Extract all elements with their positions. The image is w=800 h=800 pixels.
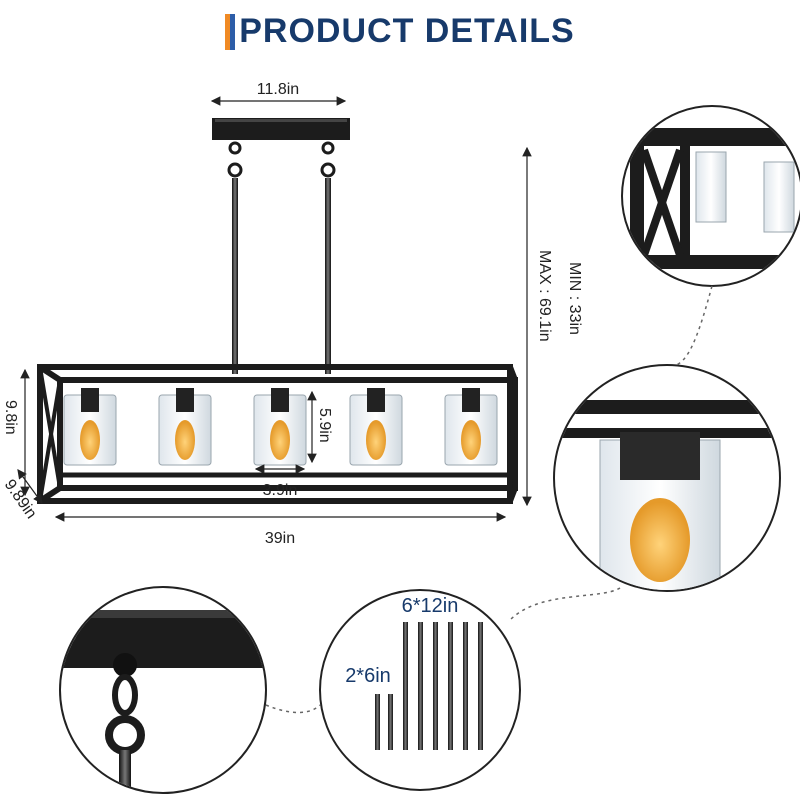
short-rods-label: 2*6in bbox=[345, 665, 391, 687]
ceiling-canopy bbox=[212, 118, 350, 140]
height-dimension: MAX : 69.1in MIN : 33in bbox=[522, 146, 583, 507]
frame-length-label: 39in bbox=[265, 530, 295, 547]
canopy-width-dimension: 11.8in bbox=[210, 81, 347, 106]
title-accent-bar bbox=[225, 13, 236, 50]
detail-circle-frame-corner bbox=[621, 105, 800, 287]
shade-height-dimension: 5.9in bbox=[307, 390, 333, 464]
frame-depth-dimension: 9.89in bbox=[1, 469, 43, 522]
long-rods bbox=[403, 622, 483, 750]
rectangular-frame bbox=[37, 364, 518, 504]
shade-2 bbox=[158, 388, 212, 466]
shade-3 bbox=[253, 388, 307, 466]
canopy-width-label: 11.8in bbox=[257, 81, 299, 98]
frame-height-label: 9.8in bbox=[2, 400, 19, 435]
page-header: PRODUCT DETAILS bbox=[0, 12, 800, 51]
shade-4 bbox=[349, 388, 403, 466]
frame-length-dimension: 39in bbox=[54, 512, 507, 547]
shade-diameter-dimension: 3.9in bbox=[254, 464, 306, 499]
shade-diameter-label: 3.9in bbox=[263, 482, 298, 499]
light-shades bbox=[63, 388, 498, 466]
shade-5 bbox=[444, 388, 498, 466]
detail-circle-canopy-chain bbox=[59, 586, 267, 794]
detail-connectors bbox=[265, 285, 713, 714]
frame-depth-label: 9.89in bbox=[1, 477, 40, 522]
shade-1 bbox=[63, 388, 117, 466]
height-max-label: MAX : 69.1in bbox=[536, 250, 553, 342]
page-title: PRODUCT DETAILS bbox=[239, 12, 575, 50]
shade-height-label: 5.9in bbox=[316, 408, 333, 443]
height-min-label: MIN : 33in bbox=[566, 262, 583, 335]
detail-circle-shade bbox=[553, 364, 781, 592]
detail-circle-rods: 6*12in 2*6in bbox=[319, 589, 521, 791]
short-rods bbox=[375, 694, 393, 750]
suspension-rods bbox=[227, 141, 336, 374]
long-rods-label: 6*12in bbox=[402, 595, 459, 617]
